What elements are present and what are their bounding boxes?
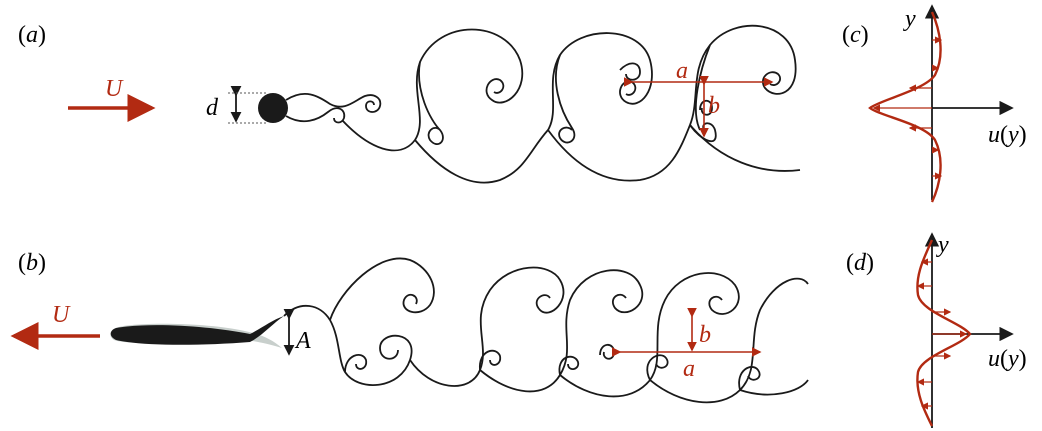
panel-b: (b) U A bbox=[14, 250, 808, 402]
spacing-label-a-a: a bbox=[676, 58, 688, 84]
velocity-label-a: U bbox=[105, 76, 124, 102]
profile-arrows-c bbox=[874, 40, 941, 176]
velocity-label-b: U bbox=[52, 302, 71, 328]
y-label-d: y bbox=[936, 232, 949, 258]
panel-d: (d) y u(y) bbox=[846, 232, 1027, 428]
panel-d-tag: (d) bbox=[846, 250, 874, 276]
cylinder bbox=[258, 93, 288, 123]
spacing-label-a-b: a bbox=[683, 356, 695, 382]
diameter-label: d bbox=[206, 95, 219, 121]
panel-b-tag: (b) bbox=[18, 250, 46, 276]
vortex-street-b bbox=[284, 258, 808, 402]
jet-profile bbox=[917, 240, 970, 426]
panel-c: (c) y u(y) bbox=[842, 6, 1027, 202]
amplitude-label: A bbox=[294, 328, 311, 354]
vortex-street-a bbox=[342, 26, 800, 183]
profile-arrows-d bbox=[918, 262, 966, 406]
u-label-d: u(y) bbox=[988, 346, 1027, 372]
spacing-markers-b bbox=[620, 316, 760, 352]
panel-c-tag: (c) bbox=[842, 22, 869, 48]
velocity-deficit-profile bbox=[870, 12, 941, 202]
near-wake bbox=[286, 94, 380, 123]
panel-a: (a) U d bbox=[18, 22, 800, 183]
spacing-label-b-a: b bbox=[708, 93, 720, 119]
u-label-c: u(y) bbox=[988, 122, 1027, 148]
spacing-label-b-b: b bbox=[699, 322, 711, 348]
y-label-c: y bbox=[903, 6, 916, 32]
panel-a-tag: (a) bbox=[18, 22, 46, 48]
